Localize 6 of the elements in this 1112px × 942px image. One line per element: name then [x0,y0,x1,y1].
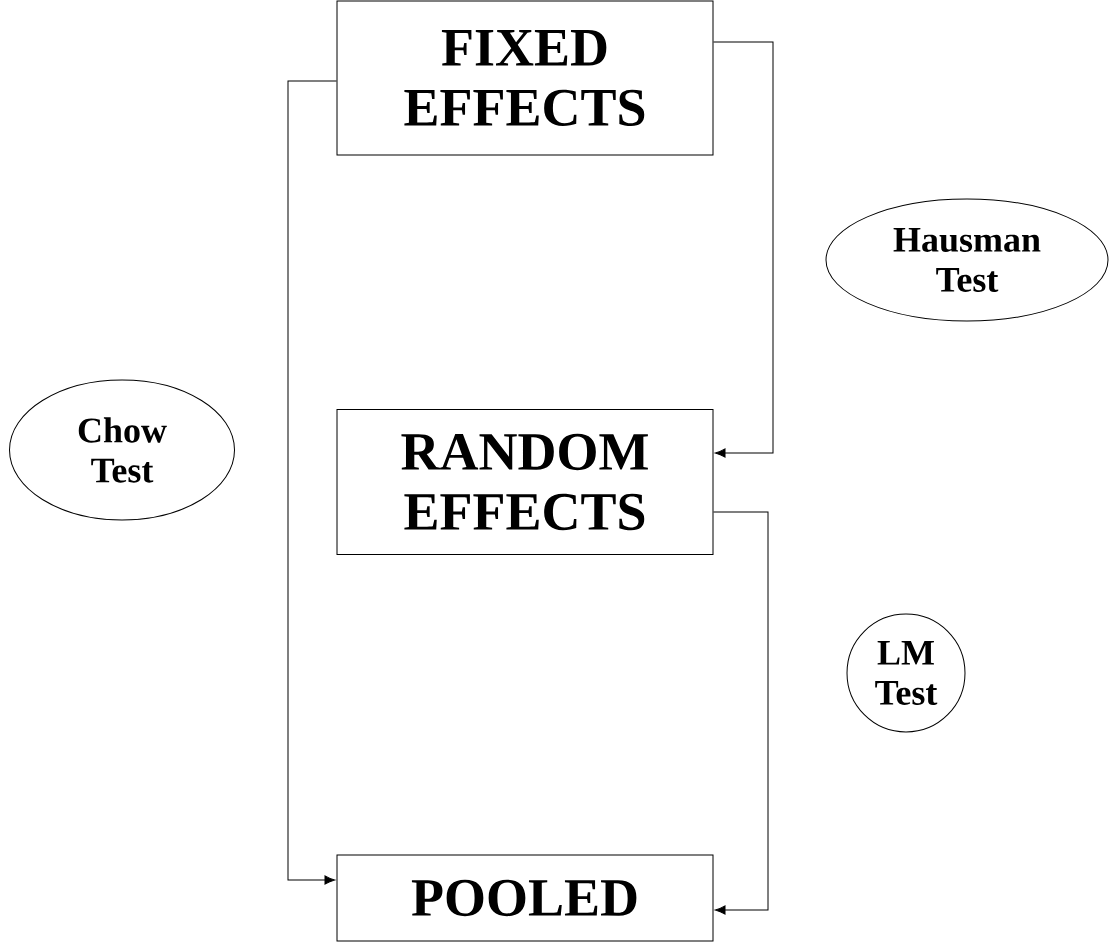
model-box: RANDOM EFFECTS [336,409,714,555]
model-box: FIXED EFFECTS [336,0,714,156]
model-box: POOLED [336,854,714,942]
arrow [713,511,769,915]
arrow [287,80,337,885]
arrow [713,41,774,458]
